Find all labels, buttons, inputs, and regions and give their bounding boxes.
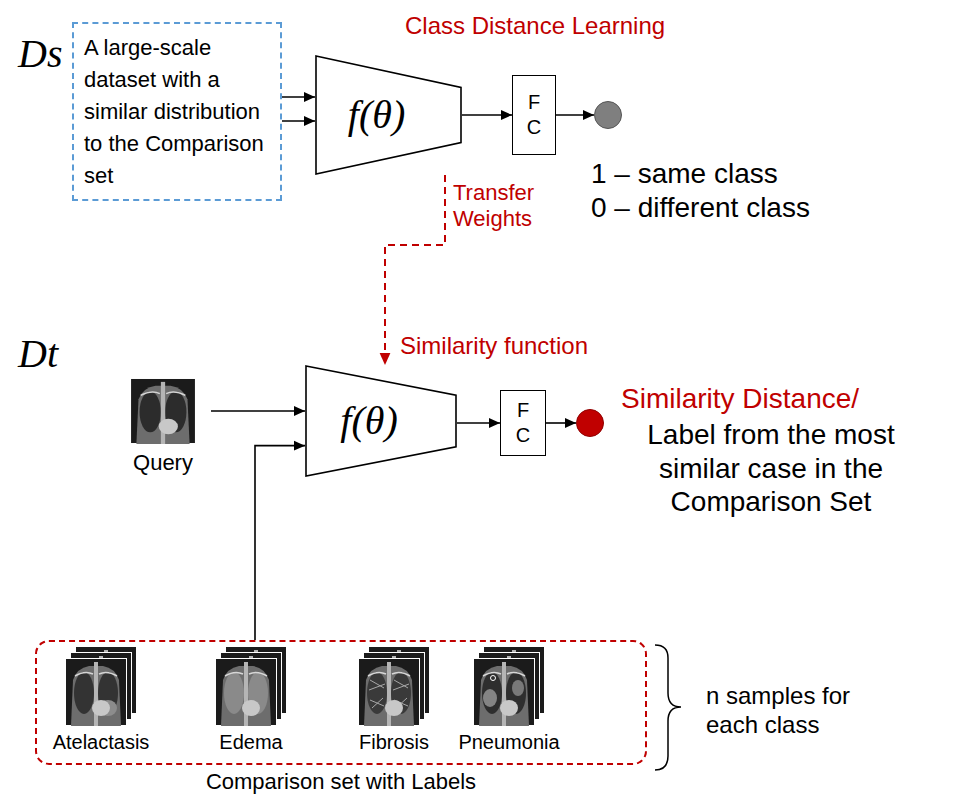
- class-label: Atelactasis: [40, 730, 162, 754]
- edema-xray-stack: [216, 647, 287, 727]
- class-sample: Edema: [190, 646, 312, 754]
- class-label: Fibrosis: [333, 730, 455, 754]
- group-caption: Comparison set with Labels: [37, 769, 645, 795]
- brace-note: n samples for each class: [706, 682, 871, 740]
- output-circle: 1 – same class0 – different class: [594, 101, 622, 129]
- query-image: Query: [115, 378, 211, 476]
- curly-brace: [655, 645, 681, 770]
- domain-label: Dt: [18, 330, 58, 378]
- dataset-text: A large-scale dataset with a similar dis…: [84, 32, 270, 191]
- arrow-connector: [462, 114, 512, 116]
- arrow-connector: [282, 96, 315, 98]
- trapezoid-shape: [316, 56, 461, 174]
- output-note: 0 – different class: [591, 191, 810, 225]
- class-sample: Atelactasis: [40, 646, 162, 754]
- output-note: 1 – same class: [591, 157, 778, 191]
- function-label: f(θ): [340, 399, 397, 443]
- edge-label: Transfer Weights: [453, 180, 553, 233]
- arrow-connector: [211, 410, 305, 412]
- network-trapezoid: f(θ): [315, 55, 462, 175]
- fibrosis-xray-stack: [359, 647, 430, 727]
- dataset-box: A large-scale dataset with a similar dis…: [72, 22, 282, 201]
- arrow-connector: [457, 422, 500, 424]
- arrow-connector: [282, 120, 315, 122]
- output-circle: Similarity Distance/Label from the most …: [576, 409, 604, 437]
- fc-box: F C: [512, 75, 556, 155]
- comparison-set: Comparison set with LabelsAtelactasisEde…: [35, 640, 647, 765]
- fc-label: F C: [524, 90, 544, 140]
- network-trapezoid: f(θ): [305, 365, 457, 477]
- arrow-connector: [556, 114, 594, 116]
- function-label: f(θ): [348, 93, 405, 137]
- output-note: Similarity Distance/: [621, 382, 859, 416]
- image-caption: Query: [115, 450, 211, 476]
- class-sample: Fibrosis: [333, 646, 455, 754]
- arrow-connector: [546, 422, 576, 424]
- pneumonia-xray-stack: [474, 647, 545, 727]
- class-label: Pneumonia: [448, 730, 570, 754]
- class-sample: Pneumonia: [448, 646, 570, 754]
- atelectasis-xray-stack: [66, 647, 137, 727]
- domain-label: Ds: [18, 30, 62, 78]
- fc-box: F C: [500, 390, 546, 456]
- class-label: Edema: [190, 730, 312, 754]
- arrow-connector: [255, 446, 305, 640]
- fc-label: F C: [513, 398, 533, 448]
- output-note: Label from the most similar case in the …: [621, 418, 921, 519]
- query-xray: [131, 378, 196, 444]
- trapezoid-shape: [306, 366, 456, 476]
- stage-title: Similarity function: [400, 332, 588, 361]
- stage-title: Class Distance Learning: [405, 12, 665, 41]
